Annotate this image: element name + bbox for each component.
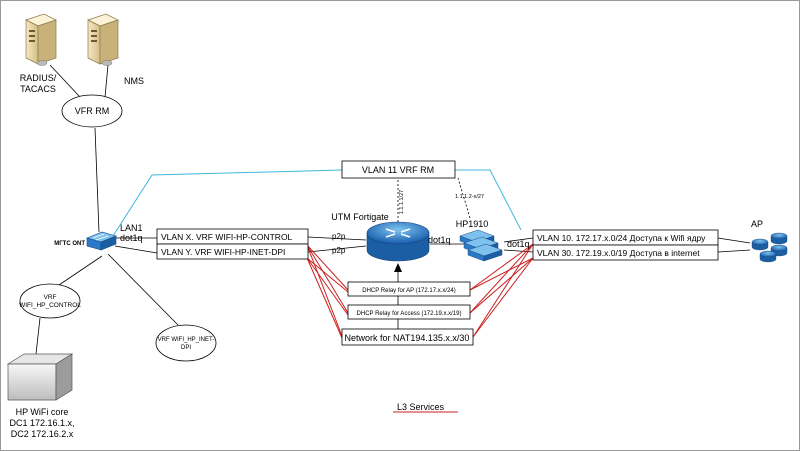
hp1910-switch-icon xyxy=(459,229,503,262)
red-link-10 xyxy=(469,257,534,314)
ap-label: AP xyxy=(751,219,763,229)
red-link-9 xyxy=(469,243,534,314)
red-link-12 xyxy=(472,257,534,338)
link-switch-vlan11 xyxy=(457,177,471,219)
nms-label: NMS xyxy=(124,76,144,86)
link-vlan30-ap xyxy=(717,249,751,253)
hp-core-dc1: DC1 172.16.1.x, xyxy=(9,418,74,428)
ont-encap-label: dot1q xyxy=(120,233,143,243)
link-nms-vrfrm xyxy=(104,64,109,98)
red-link-11 xyxy=(472,243,534,338)
red-link-5 xyxy=(306,257,349,316)
fortigate-uplink-ip: 1.1.1.1/27 xyxy=(399,190,405,214)
arrow-up-icon xyxy=(394,263,402,272)
vlan-x-label: VLAN X. VRF WIFI-HP-CONTROL xyxy=(161,232,293,242)
red-link-7 xyxy=(469,243,534,291)
dhcp-access-box xyxy=(347,304,471,320)
link-vrf-control-core xyxy=(35,317,41,355)
red-link-2 xyxy=(306,244,349,314)
fortigate-label: UTM Fortigate xyxy=(331,212,389,222)
radius-server-icon xyxy=(25,13,57,66)
p2p-top-label: p2p xyxy=(332,232,346,241)
link-switch-vlan10 xyxy=(503,237,534,243)
cyan-link-ont-vlan11 xyxy=(112,169,343,237)
radius-label-line2: TACACS xyxy=(20,84,56,94)
red-link-1 xyxy=(306,244,349,291)
hp-core-title: HP WiFi core xyxy=(16,407,69,417)
p2p-bottom-label: p2p xyxy=(332,246,346,255)
ont-label: МГТС ONT xyxy=(54,241,85,247)
vrf-wifi-inet-node xyxy=(155,324,217,362)
link-vrfrm-ont xyxy=(94,127,100,233)
fortigate-dot1q-label: dot1q xyxy=(428,235,451,245)
nms-server-icon xyxy=(87,13,119,66)
vrf-wifi-inet-line1: VRF WIFI_HP_INET- xyxy=(158,337,215,343)
legend-label: L3 Services xyxy=(397,402,445,412)
vlan11-box xyxy=(341,160,456,179)
vrf-wifi-inet-line2: DPI xyxy=(181,345,191,351)
red-link-4 xyxy=(306,257,349,293)
nat-box xyxy=(341,328,474,346)
red-link-3 xyxy=(306,244,343,337)
vlan30-box xyxy=(532,244,719,261)
link-radius-vrfrm xyxy=(49,64,81,98)
dhcp-ap-box xyxy=(347,281,471,297)
link-ont-vrf-control xyxy=(58,255,103,286)
vrf-rm-node xyxy=(61,94,123,128)
red-link-8 xyxy=(469,257,534,291)
link-ont-vrf-inet xyxy=(107,253,179,326)
dhcp-access-label: DHCP Relay for Access (172.19.x.x/19) xyxy=(357,311,462,317)
vrf-wifi-control-node xyxy=(19,283,81,319)
vrf-wifi-control-line2: WIFI_HP_CONTROL xyxy=(19,302,81,309)
red-links xyxy=(306,243,534,339)
switch-uplink-ip: 1.1.1.2-x/27 xyxy=(455,194,484,200)
switch-dot1q-label: dot1q xyxy=(507,239,530,249)
ont-switch-icon xyxy=(86,231,117,251)
radius-label-line1: RADIUS/ xyxy=(20,73,57,83)
link-vlanx-fortigate xyxy=(307,236,367,241)
link-vlan10-ap xyxy=(717,237,751,244)
hp-wifi-core-icon xyxy=(6,353,74,401)
vrf-rm-label: VFR RM xyxy=(75,106,110,116)
vrf-wifi-control-line1: VRF xyxy=(44,294,57,301)
switch-label: HP1910 xyxy=(456,219,489,229)
cyan-link-vlan11-vlan10 xyxy=(455,169,522,231)
vlan-y-label: VLAN Y. VRF WIFI-HP-INET-DPI xyxy=(161,247,285,257)
dhcp-ap-label: DHCP Relay for AP (172.17.x.x/24) xyxy=(362,288,456,294)
red-link-6 xyxy=(306,257,343,339)
vlan30-label: VLAN 30. 172.19.x.0/19 Доступа в interne… xyxy=(537,248,700,258)
access-point-icon xyxy=(751,232,788,263)
nat-label: Network for NAT194.135.x.x/30 xyxy=(345,333,470,343)
link-vlany-fortigate xyxy=(307,245,367,253)
vlan11-label: VLAN 11 VRF RM xyxy=(362,165,434,175)
hp-core-dc2: DC2 172.16.2.x xyxy=(11,429,74,439)
cyan-links xyxy=(112,169,522,237)
vlan-y-box xyxy=(156,243,309,260)
link-ont-vlany xyxy=(114,245,158,254)
ont-port-label: LAN1 xyxy=(120,223,143,233)
vlan10-label: VLAN 10. 172.17.x.0/24 Доступа к Wifi яд… xyxy=(537,233,706,243)
fortigate-router-icon xyxy=(366,221,430,262)
